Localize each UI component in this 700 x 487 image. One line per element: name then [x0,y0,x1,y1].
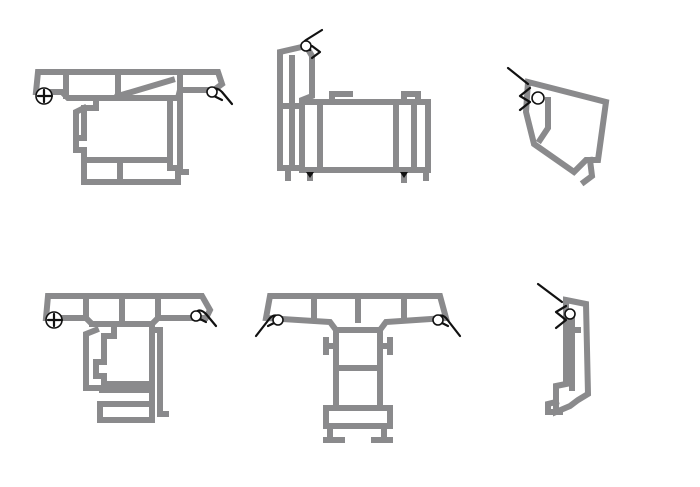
mullion-profile [42,293,218,423]
glazing-bead-gasket [536,282,568,330]
frame-profile [32,69,234,185]
glazing-bead-inner-rib [563,315,581,391]
frame-right-leg [167,95,189,175]
frame-body [67,95,181,185]
mullion-right-leg [149,327,169,417]
glazing-bead-foot [545,398,563,415]
bead-outer [522,78,610,176]
t-mullion-gasket-rod-left [272,314,284,326]
sash-profile [277,28,431,183]
glazing-bead-profile [536,282,592,417]
glazing-bead-outer [553,296,592,417]
t-mullion-gasket-rod-right [432,314,444,326]
sash-foot-arrow-left [306,172,314,178]
mullion-body [89,321,155,387]
bead-tail [579,156,596,187]
mullion-base [97,387,155,423]
t-mullion-base [323,405,393,443]
bead-gasket-rod [531,91,545,105]
sash-top-hook [329,91,421,105]
frame-left-ledge [73,103,89,135]
frame-inner-wall [63,69,183,99]
frame-bottom-rib [81,157,173,185]
sash-left-rib [277,55,305,169]
mullion-gasket-lip-left [46,312,64,328]
mullion-gasket-rod-right [190,310,202,322]
sash-foot-arrow-right [400,172,408,178]
bead-gasket [506,66,532,112]
sash-main-chamber [299,99,431,173]
mullion-top-chamber [42,293,214,327]
frame-gasket-rod-right [206,86,218,98]
sash-gasket-rod [300,40,312,52]
t-mullion-profile [254,293,462,443]
sash-inner-ribs [317,99,417,171]
mullion-top-ribs [83,293,161,321]
bead-inner-rib [535,97,551,145]
frame-gasket-lip-left [36,88,54,104]
glazing-bead-gasket-rod [564,308,576,320]
bead-profile [506,66,610,187]
mullion-left-ledge [83,326,105,391]
t-mullion-stem-ribs [323,337,393,371]
t-mullion-top-ribs [311,293,407,323]
frame-diagonal-rib [114,76,176,100]
